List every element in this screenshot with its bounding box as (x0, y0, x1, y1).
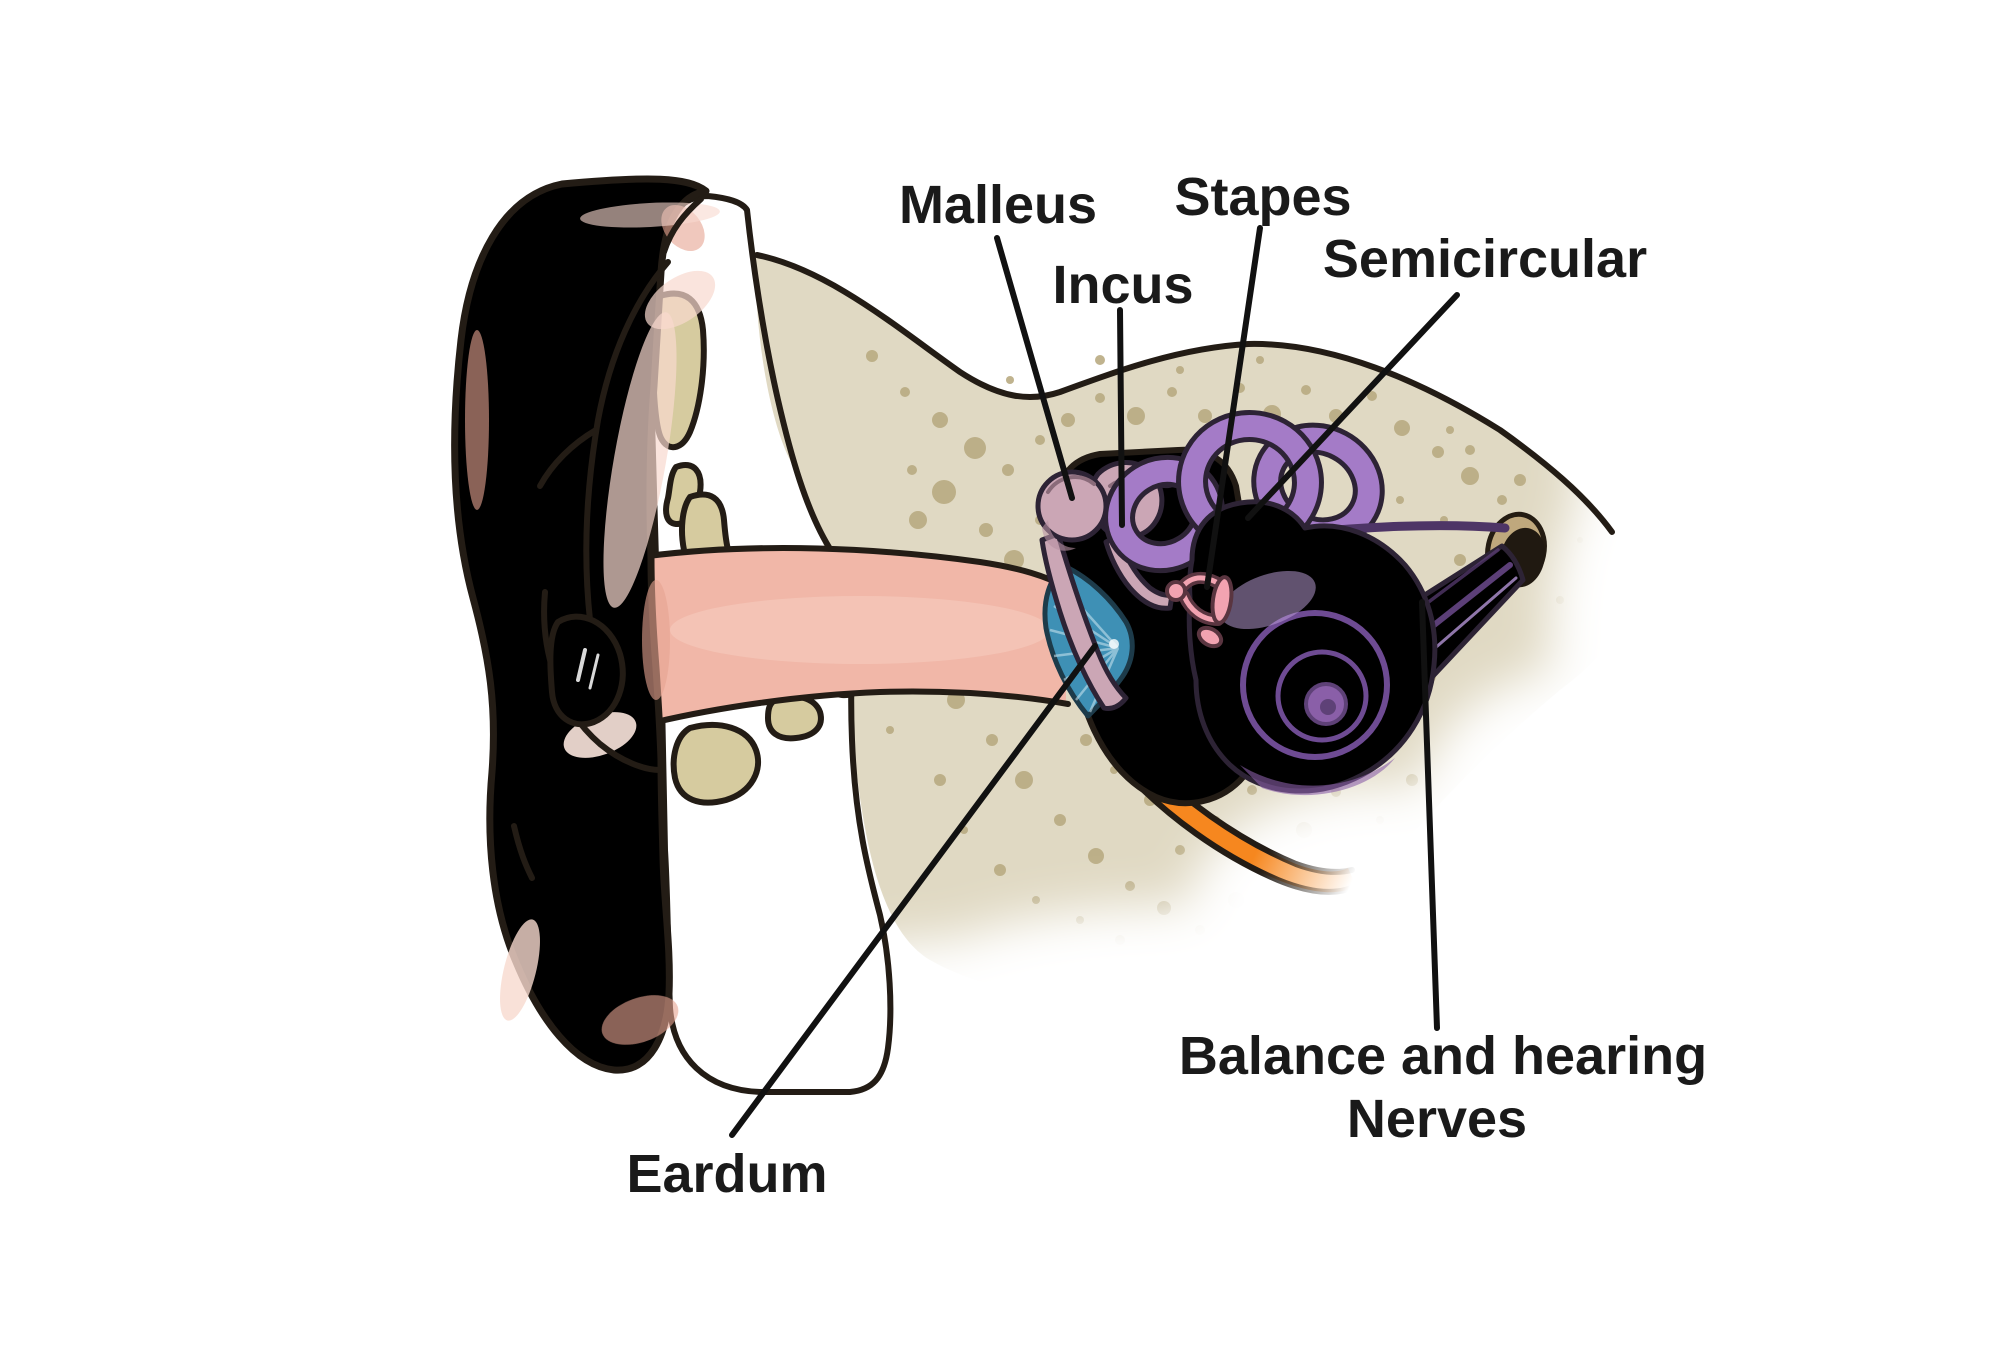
semicircular-leader-line (1245, 292, 1460, 521)
leader-lines (729, 225, 1460, 1138)
nerves-leader-line (1419, 599, 1440, 1031)
incus-leader-line (1117, 307, 1125, 528)
eardrum-glint (1109, 639, 1119, 649)
nerves-label-line1: Balance and hearing (1179, 1026, 1707, 1086)
stapes-leader-line (1204, 225, 1263, 590)
labels: Malleus Incus Stapes Semicircular Eardum… (626, 167, 1707, 1204)
pinna-fold-lines (511, 196, 704, 881)
ear-canal-bottom-outline (653, 688, 1071, 725)
stapes-bone (1165, 571, 1234, 649)
incus-label: Incus (1052, 255, 1193, 315)
pinna (451, 175, 720, 1074)
cochlea-spiral (1220, 570, 1395, 796)
malleus-bone (1035, 469, 1129, 711)
ear-canal-highlight (670, 596, 1050, 664)
semicircular-label: Semicircular (1323, 229, 1647, 289)
earlobe-line (511, 823, 535, 881)
eardrum-label: Eardum (626, 1144, 827, 1204)
eustachian-tube-bottom-edge (1123, 769, 1363, 895)
malleus-leader-line (994, 235, 1075, 501)
stapes-label: Stapes (1174, 167, 1351, 227)
inner-ear (1103, 409, 1547, 796)
tragus (547, 613, 626, 728)
nerves-label-line2: Nerves (1347, 1089, 1527, 1149)
bone-top-outline (754, 252, 1615, 535)
ear-canal (645, 545, 1071, 725)
malleus-label: Malleus (899, 175, 1097, 235)
eardrum-leader-line (729, 643, 1098, 1138)
ear-canal-top-outline (645, 545, 1071, 591)
